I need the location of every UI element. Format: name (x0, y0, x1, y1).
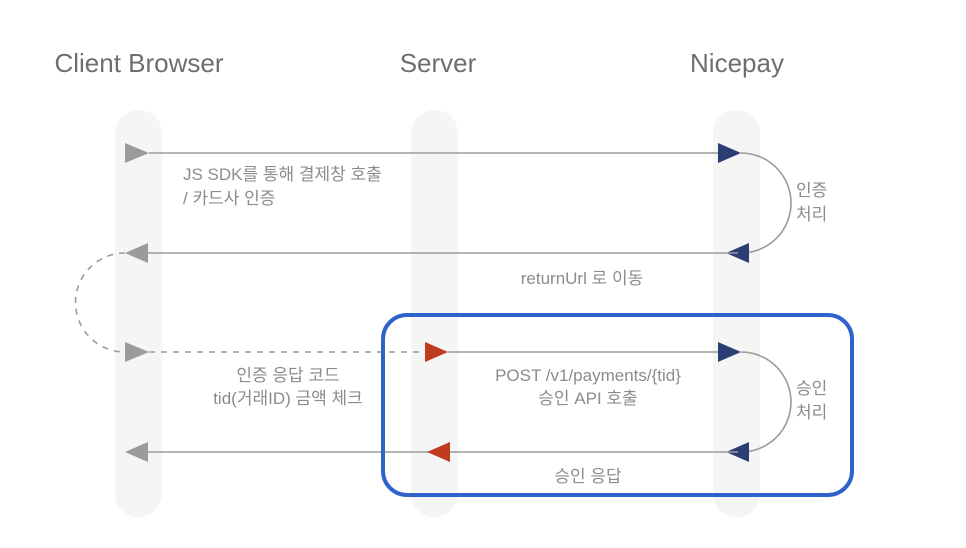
label-approval-response: 승인 응답 (554, 467, 622, 486)
label-return-url: returnUrl 로 이동 (521, 269, 644, 288)
label-auth-response-line2: tid(거래ID) 금액 체크 (213, 389, 363, 408)
label-auth-process-line1: 인증 (796, 181, 827, 200)
arrowhead-server-row4 (427, 442, 450, 462)
arrowhead-client-row4 (125, 442, 148, 462)
label-auth-response-line1: 인증 응답 코드 (236, 366, 339, 385)
approval-highlight-box (381, 313, 854, 497)
label-approval-api-line1: POST /v1/payments/{tid} (495, 366, 681, 385)
label-auth-process-line2: 처리 (796, 205, 827, 224)
arrowhead-nicepay-row1 (718, 143, 741, 163)
arrow-origin-client-row3 (125, 342, 149, 362)
arrowhead-server-row3 (425, 342, 448, 362)
label-approval-process-line2: 처리 (796, 403, 827, 422)
label-sdk-call-line2: / 카드사 인증 (183, 189, 275, 208)
arrowhead-nicepay-row3 (718, 342, 741, 362)
actor-label-client-browser: Client Browser (54, 48, 223, 78)
approval-process-arc (740, 351, 792, 453)
actor-label-server: Server (400, 48, 477, 78)
actor-label-nicepay: Nicepay (690, 48, 784, 78)
lifeline-client-browser (115, 110, 162, 517)
label-sdk-call-line1: JS SDK를 통해 결제창 호출 (183, 165, 382, 184)
label-approval-process-line1: 승인 (796, 379, 827, 398)
arrowhead-client-row2 (125, 243, 148, 263)
label-approval-api-line2: 승인 API 호출 (538, 389, 637, 408)
arrow-origin-client-row1 (125, 143, 149, 163)
client-continuation-arc (74, 252, 126, 353)
auth-process-arc (740, 152, 792, 254)
